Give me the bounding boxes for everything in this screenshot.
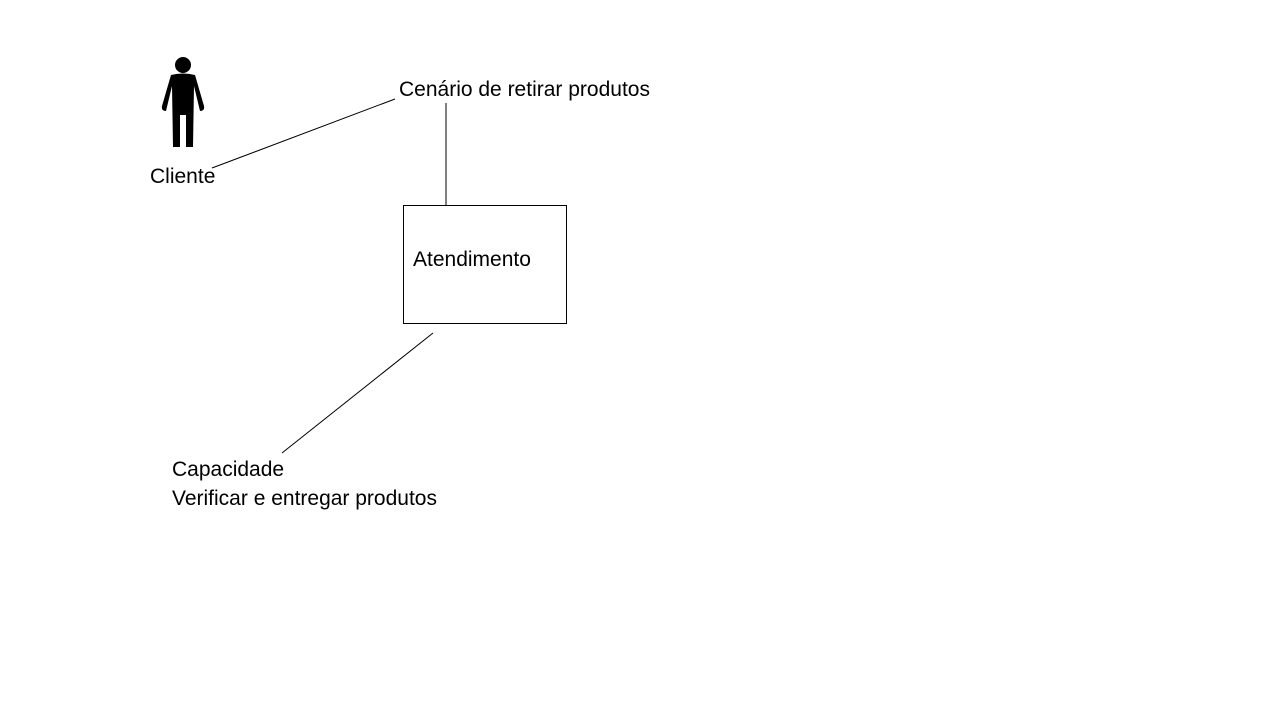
capacity-title: Capacidade — [172, 458, 285, 481]
service-capacity-connector — [281, 332, 434, 454]
scenario-label: Cenário de retirar produtos — [399, 78, 650, 101]
actor-label: Cliente — [150, 165, 216, 188]
service-box-label: Atendimento — [413, 248, 531, 271]
capacity-description: Verificar e entregar produtos — [172, 487, 437, 510]
actor-scenario-connector — [211, 98, 396, 169]
service-box: Atendimento — [403, 205, 567, 324]
person-icon — [161, 57, 205, 147]
